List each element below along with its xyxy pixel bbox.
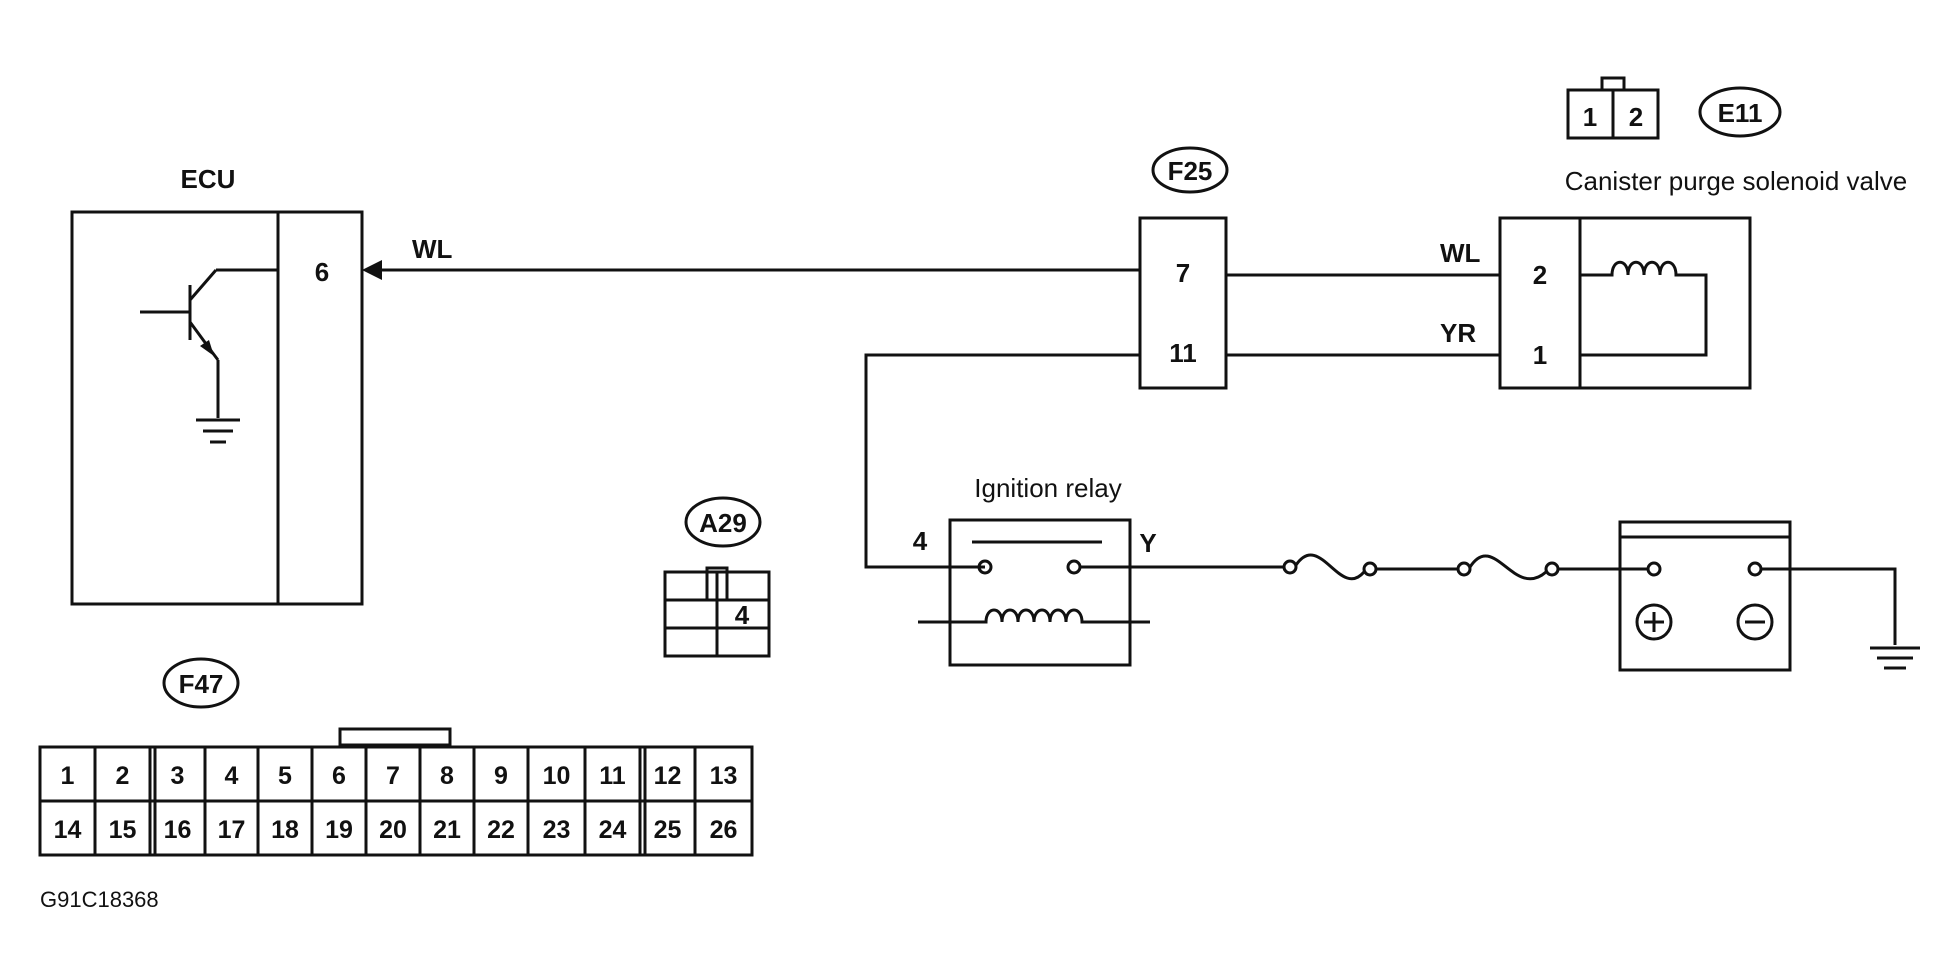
wire-label-y: Y [1139,528,1156,558]
relay-coil-icon [918,608,1150,624]
ignition-relay: Ignition relay 4 Y [913,473,1157,667]
f47-pin-cell: 24 [599,816,627,844]
transistor-icon [140,268,278,418]
f47-pin-cell: 9 [494,762,508,790]
f47-pin-cell: 23 [543,816,571,844]
ecu-block: ECU 6 [70,164,364,606]
f47-pin-cell: 15 [109,816,137,844]
wire-label-yr-e11: YR [1440,318,1476,348]
wire-label-wl: WL [412,234,453,264]
fuse-icon [1294,553,1366,581]
f47-pin-cell: 16 [164,816,192,844]
ecu-label: ECU [181,164,236,194]
f47-pin-cell: 3 [171,762,185,790]
f47-pin-cell: 4 [225,762,239,790]
fuse-icon-2 [1468,554,1547,581]
f47-pin-cell: 22 [487,816,515,844]
relay-pin-4: 4 [913,526,928,556]
coil-icon [1580,260,1708,357]
e11-icon-pin-1: 1 [1583,102,1597,132]
canister-valve: Canister purge solenoid valve 2 1 [1498,166,1908,390]
e11-icon-pin-2: 2 [1629,102,1643,132]
f47-pin-cell: 25 [654,816,682,844]
ignition-relay-label: Ignition relay [974,473,1121,503]
wire-label-wl-e11: WL [1440,238,1481,268]
f47-pin-cell: 12 [654,762,682,790]
arrow-icon [362,260,382,280]
canister-label: Canister purge solenoid valve [1565,166,1908,196]
f47-pin-cell: 26 [710,816,738,844]
ground-icon-battery [1870,646,1920,670]
f47-pin-cell: 14 [54,816,82,844]
f47-pin-cell: 13 [710,762,738,790]
connector-a29: A29 4 [663,496,771,658]
fuse-chain [1080,553,1648,581]
f47-pin-cell: 20 [379,816,407,844]
battery [1618,520,1897,672]
f47-pin-cell: 17 [218,816,246,844]
wire-wl-ecu: WL [362,234,1140,280]
f47-pin-cell: 19 [325,816,353,844]
wire-f25-relay [864,353,1140,569]
f47-pin-cell: 10 [543,762,571,790]
f25-pin-7: 7 [1176,258,1190,288]
f47-pin-cell: 18 [271,816,299,844]
f47-pin-cell: 1 [61,762,75,790]
a29-pin-4: 4 [735,600,750,630]
figure-id: G91C18368 [40,887,159,912]
ground-icon [196,418,240,444]
e11-pin-1: 1 [1533,340,1547,370]
f47-pin-cell: 7 [386,762,400,790]
plus-icon [1635,603,1673,641]
e11-pin-2: 2 [1533,260,1547,290]
f25-pin-11: 11 [1169,338,1197,368]
connector-f47-label: F47 [179,669,224,699]
f47-pin-cell: 8 [440,762,454,790]
minus-icon [1736,603,1774,641]
f47-pin-cell: 6 [332,762,346,790]
f47-pin-cell: 5 [278,762,292,790]
f47-pin-cell: 11 [599,762,626,790]
connector-f25: F25 7 11 [1138,146,1229,390]
connector-e11-icon: 1 2 E11 [1566,76,1782,140]
connector-f25-label: F25 [1168,156,1213,186]
f47-pin-cell: 2 [116,762,130,790]
connector-e11-label: E11 [1718,98,1763,128]
f47-pin-cell: 21 [433,816,461,844]
connector-a29-label: A29 [699,508,747,538]
ecu-pin-6: 6 [315,257,329,287]
